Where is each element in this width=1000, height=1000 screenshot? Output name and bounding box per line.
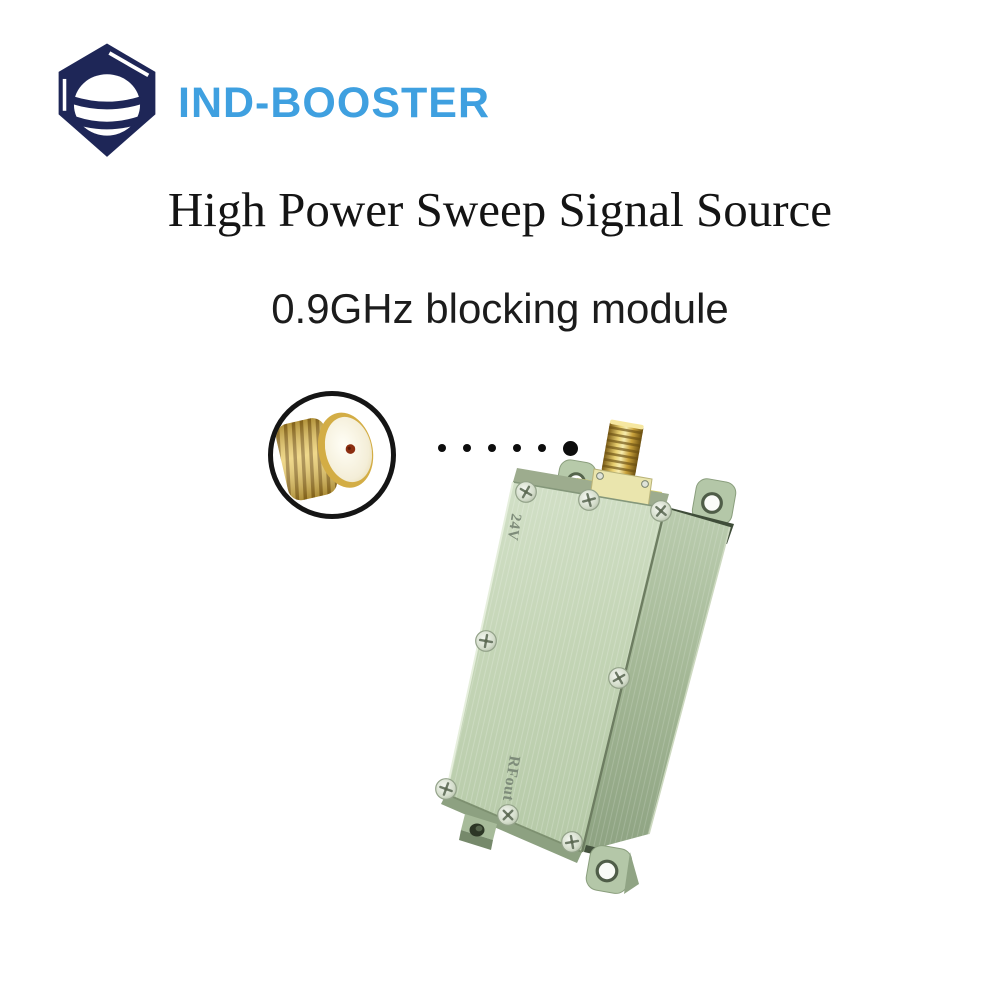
screws bbox=[435, 481, 672, 853]
module-bottom-wall bbox=[441, 794, 582, 863]
mounting-tab bbox=[691, 478, 737, 526]
sma-connector-closeup-icon bbox=[268, 391, 396, 519]
product-subtitle: 0.9GHz blocking module bbox=[271, 285, 729, 332]
dot bbox=[538, 444, 546, 452]
logo-drum-stripe bbox=[73, 116, 141, 130]
module-voltage-label: 24V bbox=[504, 512, 524, 542]
tab-hole bbox=[701, 492, 723, 514]
screw-icon bbox=[650, 500, 672, 522]
logo-drum-stripe bbox=[71, 96, 143, 110]
brand-logo-icon bbox=[58, 43, 156, 157]
dot bbox=[438, 444, 446, 452]
flange-screw-icon bbox=[641, 480, 649, 488]
screw-icon bbox=[497, 804, 519, 826]
module-side-wall bbox=[582, 508, 731, 852]
logo-highlight-line bbox=[108, 51, 150, 78]
callout-dots bbox=[438, 440, 578, 456]
dot bbox=[463, 444, 471, 452]
brand-name: IND-BOOSTER bbox=[178, 79, 490, 127]
mounting-tab bbox=[584, 845, 639, 894]
screw-icon bbox=[608, 667, 630, 689]
tab-hole bbox=[595, 859, 619, 883]
rf-module-illustration: 24V RFout bbox=[435, 419, 737, 894]
dot-large bbox=[563, 440, 578, 456]
screw-icon bbox=[578, 489, 600, 511]
product-title: High Power Sweep Signal Source bbox=[167, 182, 833, 237]
connector-closeup-inset bbox=[267, 390, 397, 520]
screw-icon bbox=[561, 831, 583, 853]
screw-icon bbox=[475, 630, 497, 652]
module-front-face bbox=[445, 481, 667, 853]
screw-icon bbox=[515, 481, 537, 503]
module-sma-connector-icon bbox=[589, 419, 653, 509]
gold-sma-connector bbox=[276, 412, 374, 501]
mounting-tab bbox=[459, 814, 497, 850]
flange-screw-icon bbox=[596, 472, 604, 480]
screw-icon bbox=[435, 778, 457, 800]
dot bbox=[488, 444, 496, 452]
dot bbox=[513, 444, 521, 452]
